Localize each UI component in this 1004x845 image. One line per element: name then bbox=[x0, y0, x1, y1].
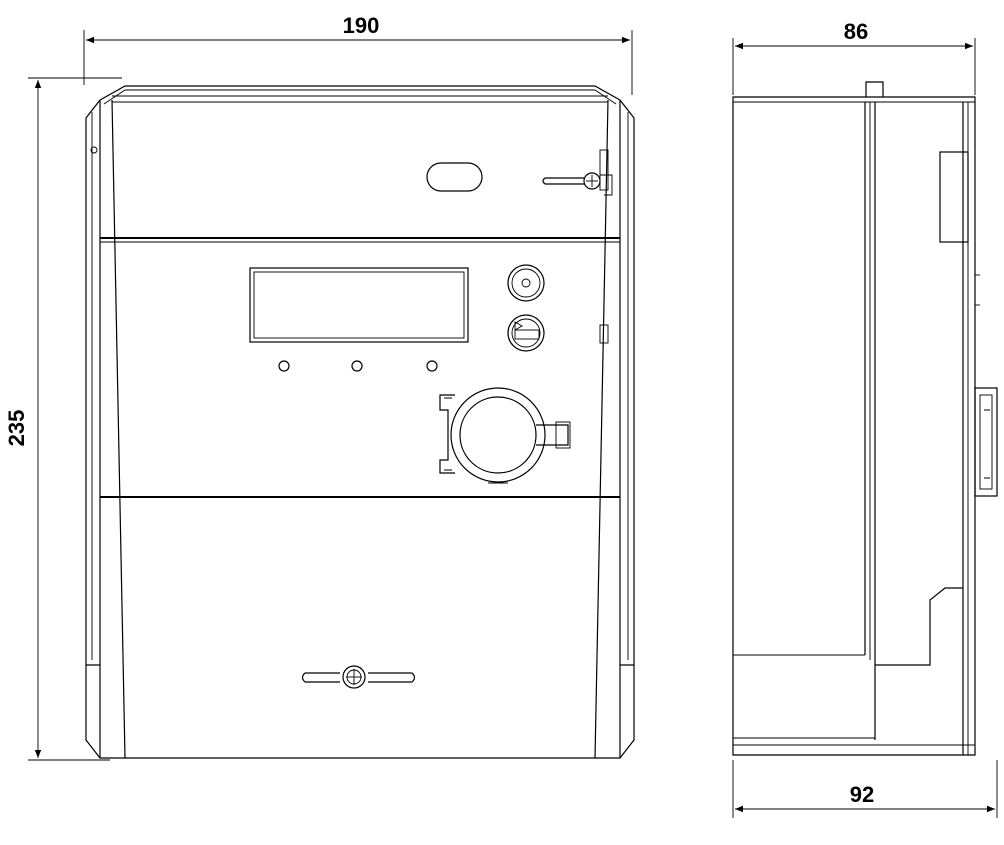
scroll-button bbox=[507, 314, 545, 352]
led-indicator bbox=[351, 360, 363, 372]
led-indicator bbox=[278, 360, 290, 372]
bottom-seal-screw bbox=[301, 665, 416, 689]
width-label: 190 bbox=[343, 13, 380, 38]
optical-port bbox=[439, 387, 571, 484]
height-dimension: 235 bbox=[4, 77, 122, 761]
depth-top-dimension: 86 bbox=[732, 19, 976, 95]
side-view bbox=[732, 81, 998, 756]
depth-top-label: 86 bbox=[844, 19, 868, 44]
width-dimension: 190 bbox=[83, 13, 633, 95]
top-seal-screw bbox=[542, 172, 613, 196]
depth-bottom-dimension: 92 bbox=[732, 760, 998, 818]
front-view bbox=[85, 85, 635, 759]
round-button bbox=[507, 264, 545, 302]
lcd-display bbox=[249, 267, 469, 343]
oval-window bbox=[426, 162, 483, 192]
led-indicator bbox=[426, 360, 438, 372]
height-label: 235 bbox=[4, 410, 29, 447]
depth-bottom-label: 92 bbox=[850, 782, 874, 807]
